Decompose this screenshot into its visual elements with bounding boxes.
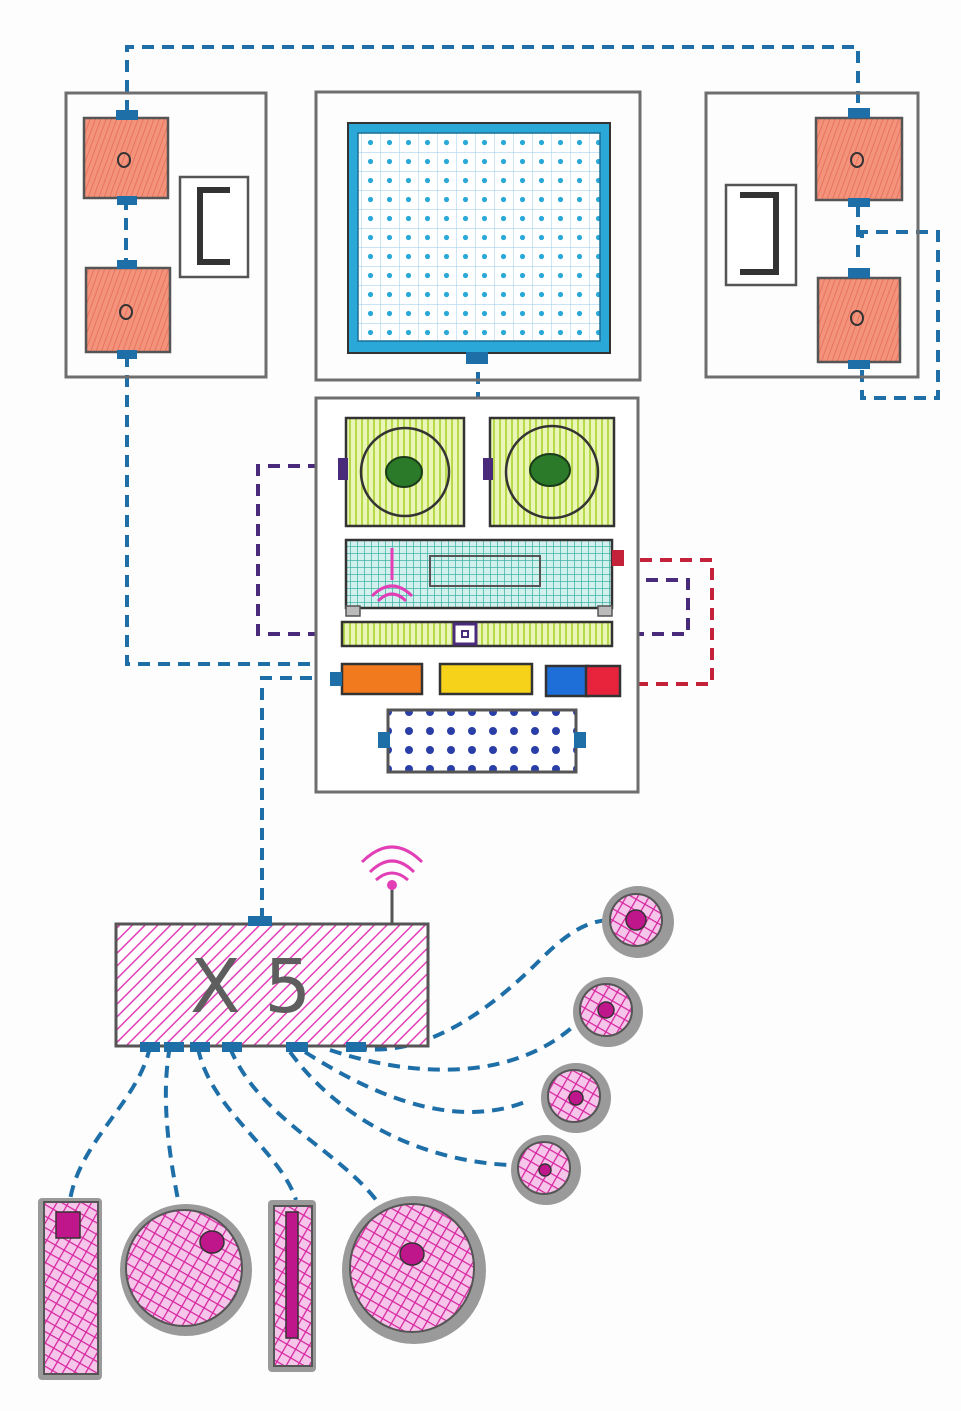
device-tall-left-button[interactable]: [55, 1211, 81, 1239]
screen-display[interactable]: [357, 132, 601, 342]
orange-button-port: [330, 672, 342, 686]
device-round-left-dot[interactable]: [199, 1230, 225, 1254]
wifi-antenna-icon: [370, 584, 414, 603]
cable-purple-right: [612, 578, 690, 636]
bottom-devices: [38, 1196, 486, 1380]
device-round-right-face: [349, 1203, 475, 1333]
cable-purple-loop: [256, 464, 340, 636]
pad-circles: [511, 886, 674, 1205]
slider-handle-dot: [461, 630, 469, 638]
left-panel-bottom[interactable]: [84, 266, 172, 354]
right-panel-top-port-b: [848, 198, 870, 207]
screen-group: [314, 90, 642, 382]
speaker-right-port: [483, 458, 493, 480]
synth-panel[interactable]: [344, 538, 614, 610]
speaker-right-center: [529, 453, 571, 487]
screen-frame: [314, 90, 642, 382]
hub-label: X 5: [190, 944, 311, 1030]
console-group: [314, 396, 640, 794]
right-panel-bottom-port-a: [848, 268, 870, 278]
right-panel-top[interactable]: [814, 116, 904, 202]
wifi-antenna-icon: [360, 845, 424, 882]
knob-icon[interactable]: [850, 310, 864, 326]
left-panel-top[interactable]: [82, 116, 170, 200]
cable-hub-c3: [303, 1050, 531, 1114]
hub-bottom-port-1: [140, 1042, 160, 1052]
cable-hub-dev1: [68, 1045, 152, 1201]
cable-hub-c4: [288, 1050, 509, 1167]
orange-button[interactable]: [340, 662, 424, 696]
blue-button[interactable]: [544, 664, 590, 698]
keypad-port-right: [574, 732, 586, 748]
hub-group: X 5: [114, 845, 430, 1052]
device-round-right-dot[interactable]: [399, 1242, 425, 1266]
switch-toggle[interactable]: [197, 187, 230, 265]
pad-circle-3-dot: [568, 1090, 584, 1106]
speaker-left-center: [385, 456, 423, 488]
knob-icon[interactable]: [117, 152, 131, 168]
device-slim-bar[interactable]: [285, 1211, 299, 1339]
synth-display: [429, 555, 541, 587]
hub-antenna-tip: [387, 880, 397, 890]
left-panel-top-port: [116, 110, 138, 120]
knob-icon[interactable]: [119, 304, 133, 320]
cable-hub-dev4: [228, 1047, 382, 1207]
cable-hub-dev2: [163, 1045, 182, 1211]
cable-left-to-console: [125, 355, 334, 680]
pad-circle-4-dot: [538, 1163, 552, 1177]
synth-port-red: [612, 550, 624, 566]
device-round-left-face: [125, 1209, 243, 1327]
left-frame: [64, 91, 268, 379]
synth-feet-right: [597, 605, 613, 617]
screen-port: [466, 352, 488, 364]
cable-red-loop: [620, 558, 714, 686]
cable-top-link: [125, 45, 860, 112]
switch-toggle[interactable]: [740, 192, 779, 275]
left-panel-group: [64, 91, 268, 379]
right-panel-top-port: [848, 108, 870, 118]
cable-hub-c1: [354, 918, 613, 1052]
slider-handle[interactable]: [452, 622, 478, 646]
right-panel-group: [704, 91, 920, 379]
left-panel-bottom-port-a: [117, 260, 137, 269]
hub-bottom-port-5: [286, 1042, 308, 1052]
right-panel-bottom[interactable]: [816, 276, 902, 364]
synth-feet-left: [345, 605, 361, 617]
right-frame: [704, 91, 920, 379]
left-panel-bottom-port-b: [117, 350, 137, 359]
pad-circle-2-dot: [597, 1001, 615, 1019]
cable-right-loop: [860, 230, 940, 400]
cable-console-to-hub: [260, 676, 332, 925]
keypad[interactable]: [386, 708, 578, 774]
keypad-port-left: [378, 732, 390, 748]
cable-hub-dev3: [196, 1047, 298, 1201]
pad-circle-1-dot: [625, 909, 647, 931]
hub-bottom-port-2: [164, 1042, 184, 1052]
left-panel-top-port-b: [117, 196, 137, 205]
yellow-button[interactable]: [438, 662, 534, 696]
hub-bottom-port-3: [190, 1042, 210, 1052]
switch-icon[interactable]: [724, 183, 798, 287]
hub-bottom-port-6: [346, 1042, 366, 1052]
knob-icon[interactable]: [850, 152, 864, 168]
red-button[interactable]: [584, 664, 622, 698]
hub-top-port: [248, 916, 272, 926]
hub-bottom-port-4: [222, 1042, 242, 1052]
speaker-left-port: [338, 458, 348, 480]
right-panel-bottom-port-b: [848, 360, 870, 369]
